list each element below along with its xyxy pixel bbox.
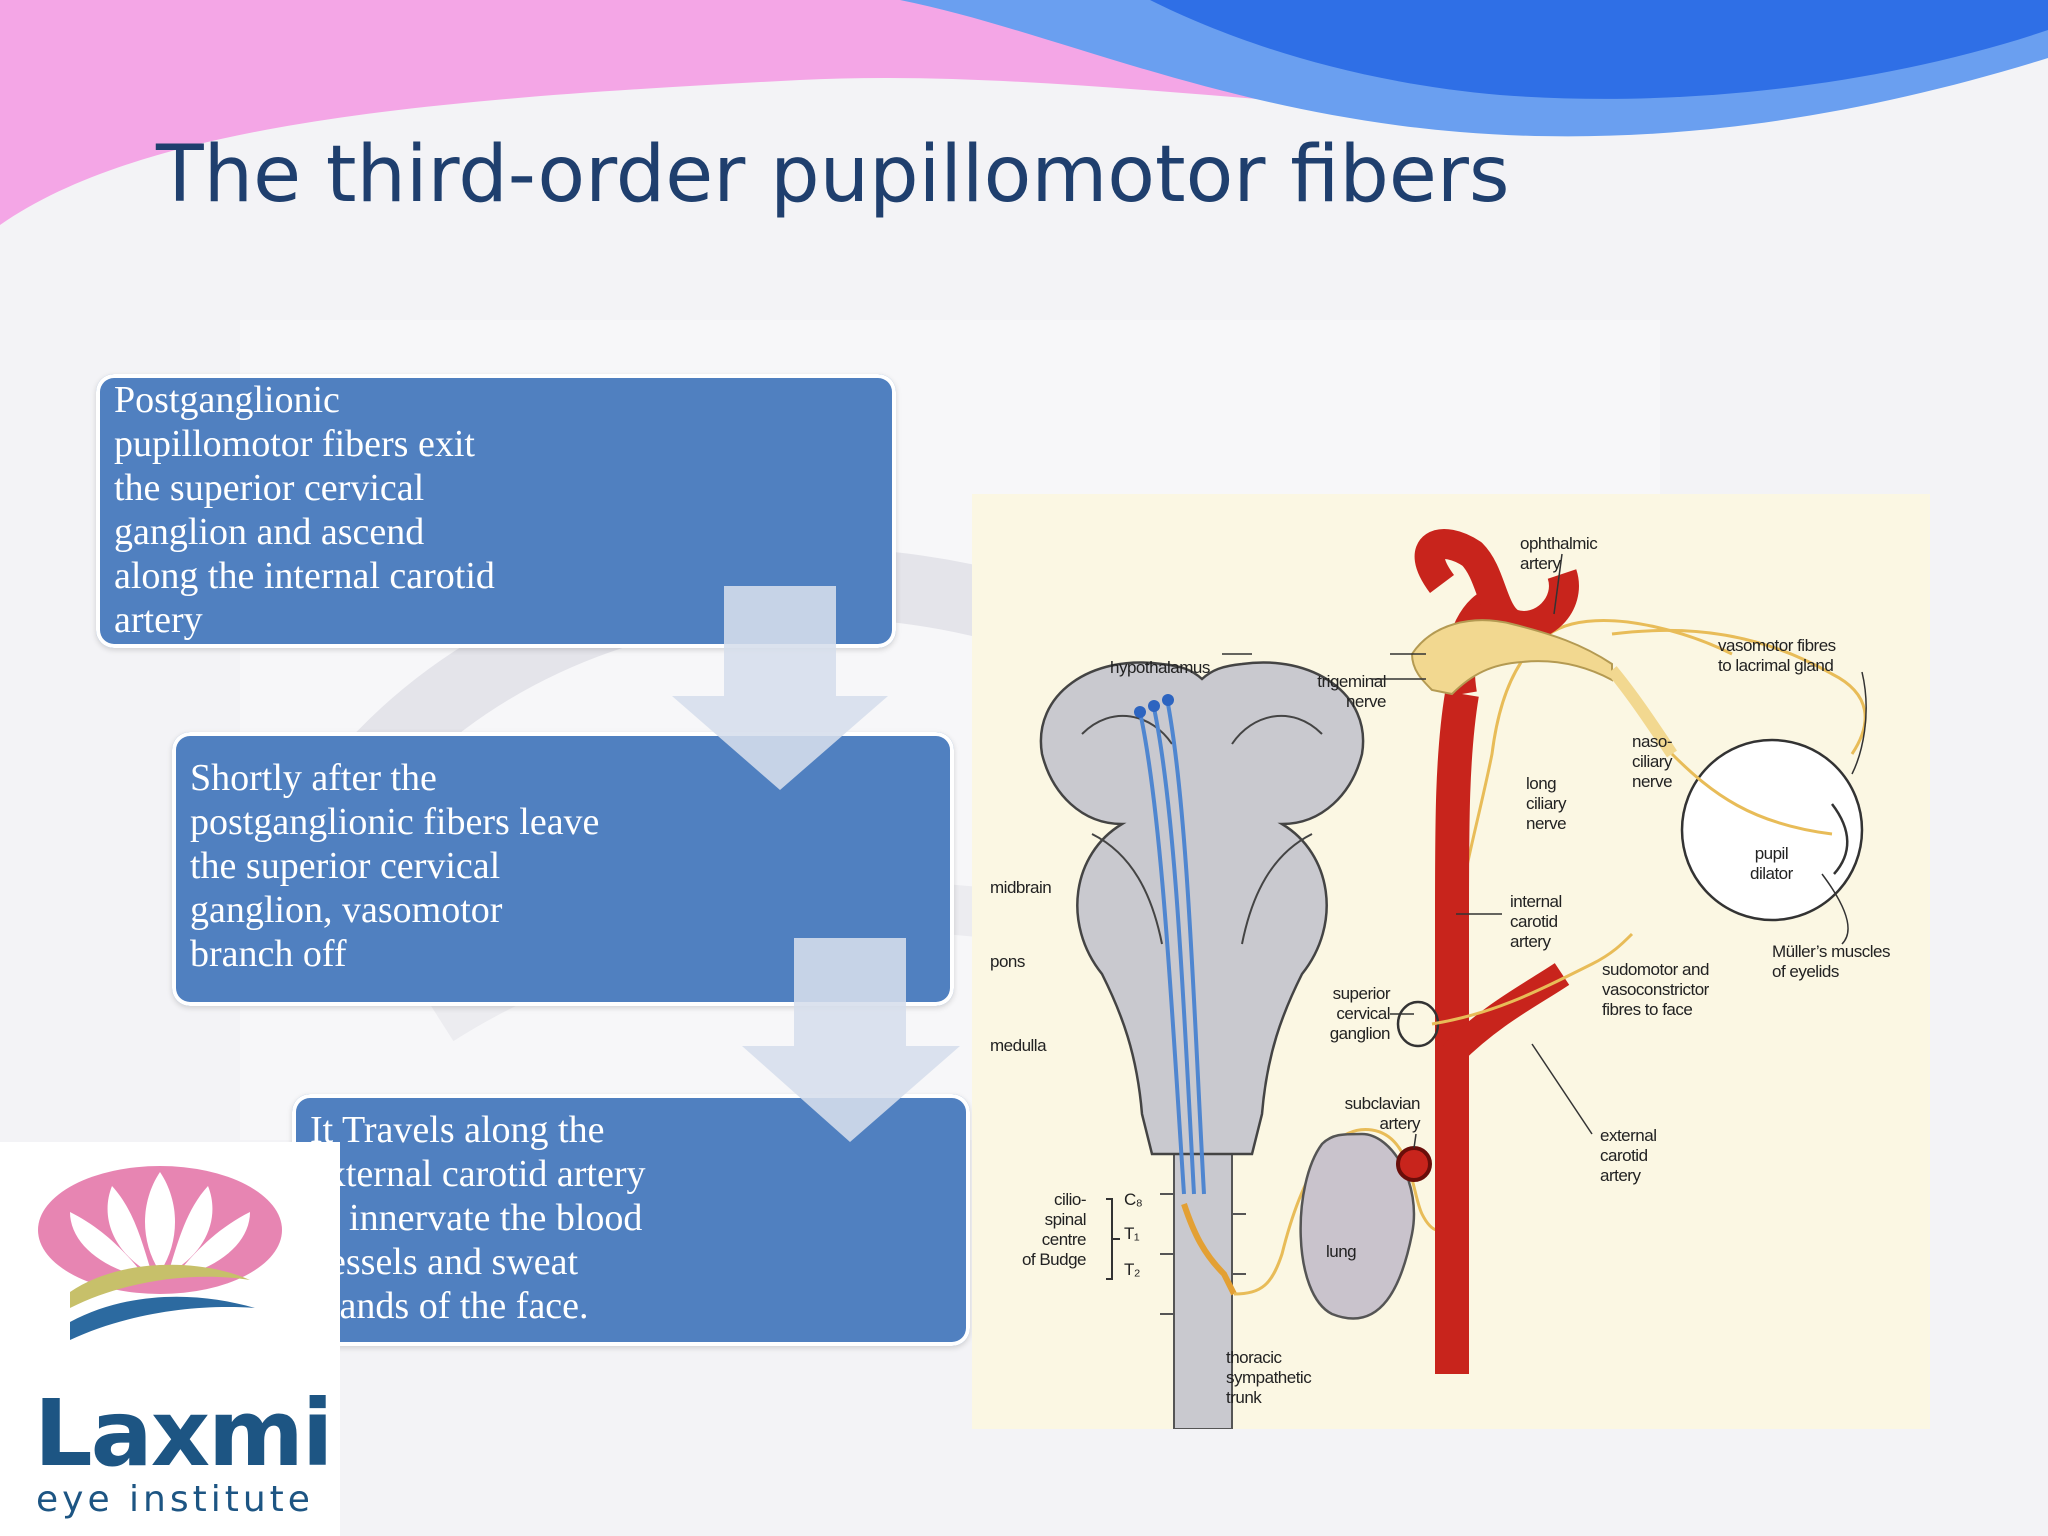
label-nasociliary-nerve: naso- ciliary nerve bbox=[1632, 732, 1673, 791]
label-long-ciliary-nerve: long ciliary nerve bbox=[1526, 774, 1567, 833]
label-pons: pons bbox=[990, 952, 1025, 971]
external-carotid bbox=[1442, 963, 1570, 1064]
label-sudomotor-fibres: sudomotor and vasoconstrictor fibres to … bbox=[1602, 960, 1709, 1019]
logo-tagline: eye institute bbox=[36, 1479, 314, 1520]
eyeball bbox=[1680, 738, 1864, 922]
brainstem bbox=[1039, 661, 1365, 1156]
label-vasomotor-lacrimal: vasomotor fibres to lacrimal gland bbox=[1718, 636, 1836, 675]
label-internal-carotid: internal carotid artery bbox=[1510, 892, 1562, 951]
step-2-text: Shortly after the postganglionic fibers … bbox=[190, 757, 600, 975]
anatomy-diagram: hypothalamus midbrain pons medulla cilio… bbox=[972, 494, 1930, 1429]
label-trigeminal-nerve: trigeminal nerve bbox=[1317, 672, 1386, 711]
logo-name: Laxmi bbox=[34, 1380, 333, 1487]
label-external-carotid: external carotid artery bbox=[1600, 1126, 1657, 1185]
lung bbox=[1299, 1132, 1416, 1320]
ophthalmic-artery bbox=[1414, 529, 1579, 641]
label-thoracic-trunk: thoracic sympathetic trunk bbox=[1226, 1348, 1312, 1407]
label-ciliospinal-centre: cilio- spinal centre of Budge bbox=[1021, 1190, 1087, 1269]
step-3-text: It Travels along the external carotid ar… bbox=[310, 1109, 646, 1327]
label-superior-cervical-ganglion: superior cervical ganglion bbox=[1329, 984, 1391, 1043]
label-subclavian-artery: subclavian artery bbox=[1344, 1094, 1421, 1133]
slide-title: The third-order pupillomotor fibers bbox=[156, 130, 1510, 220]
subclavian-artery bbox=[1396, 1146, 1432, 1182]
label-hypothalamus: hypothalamus bbox=[1110, 658, 1210, 677]
label-midbrain: midbrain bbox=[990, 878, 1052, 897]
down-arrow-2 bbox=[742, 938, 960, 1142]
label-medulla: medulla bbox=[990, 1036, 1047, 1055]
label-ophthalmic-artery: ophthalmic artery bbox=[1520, 534, 1598, 573]
internal-carotid bbox=[1435, 691, 1479, 1374]
anatomy-drawing bbox=[1039, 529, 1867, 1429]
step-1-text: Postganglionic pupillomotor fibers exit … bbox=[114, 379, 495, 641]
logo-panel: Laxmi eye institute bbox=[0, 1142, 340, 1536]
lotus-icon bbox=[38, 1166, 282, 1340]
label-t1: T₁ bbox=[1124, 1224, 1140, 1243]
label-muller-muscles: Müller’s muscles of eyelids bbox=[1772, 942, 1890, 981]
header-wave-decoration bbox=[0, 0, 2048, 225]
spinal-cord bbox=[1173, 1153, 1233, 1429]
label-lung: lung bbox=[1326, 1242, 1357, 1261]
label-t2: T₂ bbox=[1124, 1260, 1140, 1279]
label-c8: C₈ bbox=[1124, 1190, 1143, 1209]
down-arrow-1 bbox=[672, 586, 888, 790]
label-pupil-dilator: pupil dilator bbox=[1750, 844, 1793, 883]
